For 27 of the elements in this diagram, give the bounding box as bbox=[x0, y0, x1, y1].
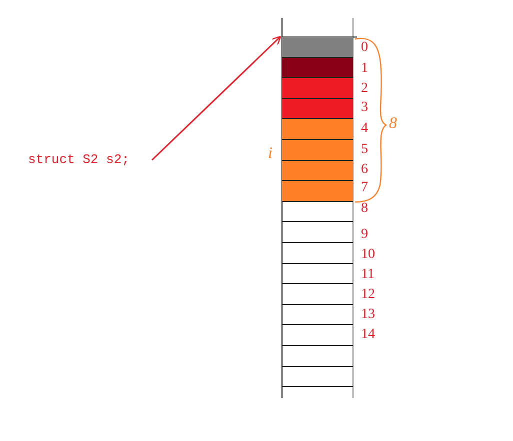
size-annotation: 8 bbox=[389, 116, 397, 132]
offset-number: 14 bbox=[361, 328, 375, 342]
offset-number: 7 bbox=[361, 181, 368, 195]
arrow bbox=[151, 36, 282, 161]
offset-number: 4 bbox=[361, 122, 368, 136]
offset-number: 11 bbox=[361, 268, 374, 282]
offset-number: 10 bbox=[361, 248, 375, 262]
offset-number: 8 bbox=[361, 202, 368, 216]
offset-number: 13 bbox=[361, 308, 375, 322]
memory-cell bbox=[282, 78, 353, 99]
memory-cell bbox=[282, 58, 353, 78]
memory-cell bbox=[282, 140, 353, 161]
offset-number: 0 bbox=[361, 41, 368, 55]
offset-number: 5 bbox=[361, 143, 368, 157]
offset-number: 1 bbox=[361, 62, 368, 76]
offset-number: 2 bbox=[361, 82, 368, 96]
offset-number: 12 bbox=[361, 288, 375, 302]
memory-cell bbox=[282, 181, 353, 202]
offset-number: 3 bbox=[361, 101, 368, 115]
variable-label: struct S2 s2; bbox=[28, 152, 130, 167]
offset-number: 6 bbox=[361, 163, 368, 177]
handwritten-mark: i bbox=[268, 146, 272, 162]
memory-cell bbox=[282, 160, 353, 182]
memory-cell bbox=[282, 119, 353, 140]
memory-cell bbox=[282, 98, 353, 120]
offset-number: 9 bbox=[361, 228, 368, 242]
memory-cell bbox=[282, 37, 353, 58]
